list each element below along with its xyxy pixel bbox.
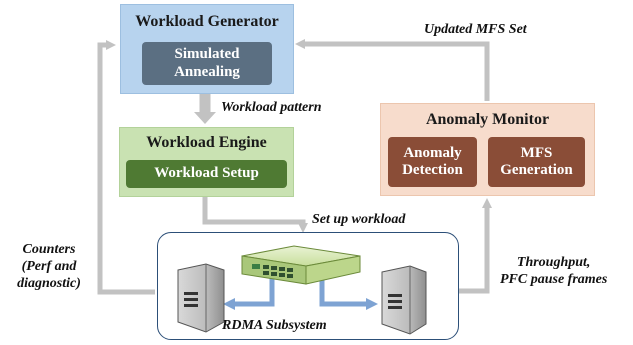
throughput-line-1: Throughput, — [516, 255, 591, 270]
set-up-workload-label: Set up workload — [312, 212, 406, 227]
counters-label: Counters (Perf and diagnostic) — [4, 242, 94, 292]
arrow-set-up-workload — [202, 197, 308, 233]
anomaly-monitor-title: Anomaly Monitor — [425, 111, 550, 128]
mfs-generation-block: MFS Generation — [488, 137, 585, 187]
arrow-counters — [97, 40, 155, 295]
workload-generator-title: Workload Generator — [135, 13, 279, 30]
arrow-throughput — [459, 198, 492, 294]
workload-pattern-label: Workload pattern — [221, 100, 322, 115]
link-left — [223, 264, 278, 310]
workload-generator-box: Workload Generator Simulated Annealing — [120, 4, 294, 94]
server-right-icon — [381, 265, 427, 335]
workload-setup-block: Workload Setup — [126, 160, 287, 188]
counters-line-2: (Perf and — [21, 258, 77, 274]
network-switch-icon — [241, 245, 361, 285]
counters-line-3: diagnostic) — [17, 275, 81, 291]
workload-engine-title: Workload Engine — [146, 134, 267, 151]
link-right — [316, 264, 378, 310]
simulated-annealing-block: Simulated Annealing — [142, 42, 272, 85]
counters-line-1: Counters — [22, 242, 76, 257]
arrow-updated-mfs — [295, 39, 490, 101]
anomaly-monitor-box: Anomaly Monitor Anomaly Detection MFS Ge… — [380, 103, 595, 196]
throughput-line-2: PFC pause frames — [500, 271, 608, 287]
throughput-label: Throughput, PFC pause frames — [500, 255, 607, 289]
rdma-subsystem-label: RDMA Subsystem — [222, 318, 327, 333]
workload-engine-box: Workload Engine Workload Setup — [119, 127, 294, 197]
anomaly-detection-block: Anomaly Detection — [388, 137, 477, 187]
server-left-icon — [177, 263, 225, 333]
updated-mfs-label: Updated MFS Set — [424, 22, 527, 37]
